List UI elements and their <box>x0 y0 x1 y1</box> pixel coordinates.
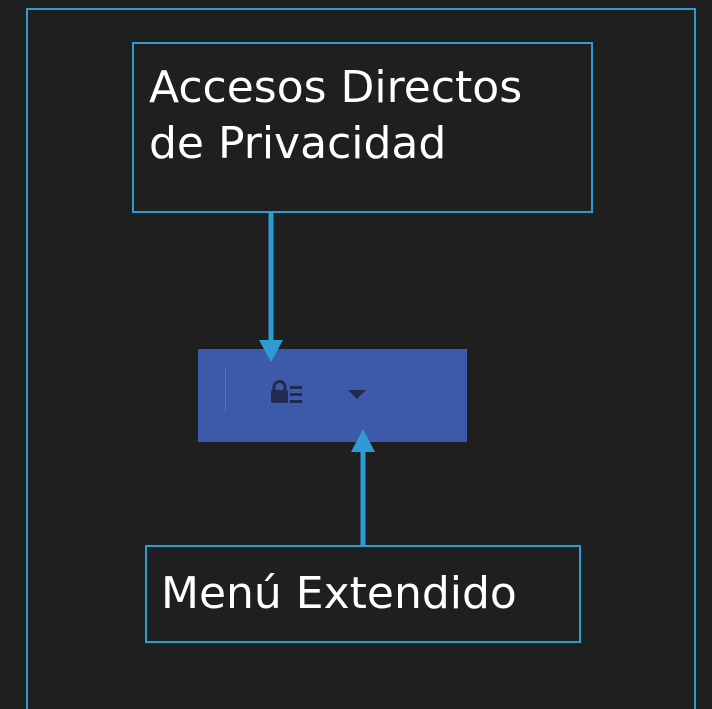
list-lines-icon[interactable] <box>290 386 302 403</box>
toolbar-separator <box>225 367 226 411</box>
outer-frame <box>26 8 696 709</box>
privacy-shortcuts-callout: Accesos Directos de Privacidad <box>132 42 593 213</box>
chevron-down-icon[interactable] <box>348 390 366 399</box>
toolbar-fragment <box>198 349 467 442</box>
extended-menu-label: Menú Extendido <box>161 568 517 619</box>
privacy-shortcuts-label-line2: de Privacidad <box>149 118 447 169</box>
privacy-shortcuts-label-line1: Accesos Directos <box>149 62 523 113</box>
extended-menu-callout: Menú Extendido <box>145 545 581 643</box>
lock-icon[interactable] <box>270 380 289 404</box>
